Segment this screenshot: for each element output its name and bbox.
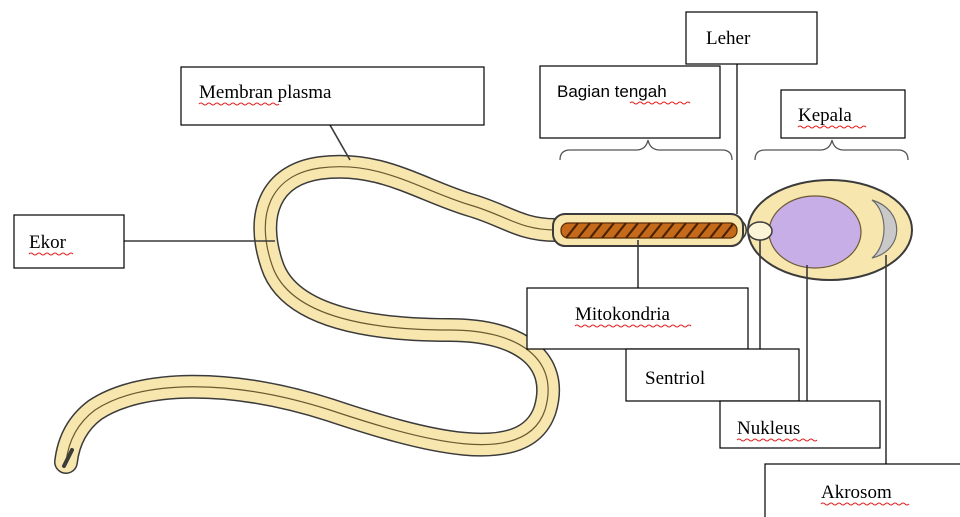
label-akrosom: Akrosom: [765, 464, 960, 517]
label-kepala-text: Kepala: [798, 105, 852, 126]
label-nukleus-text: Nukleus: [737, 418, 800, 439]
label-sentriol-text: Sentriol: [645, 368, 705, 389]
label-membran-plasma: Membran plasma: [181, 67, 484, 125]
midpiece-brace: [560, 140, 732, 160]
label-leher-text: Leher: [706, 28, 751, 49]
nucleus: [769, 196, 861, 268]
label-nukleus: Nukleus: [720, 401, 880, 448]
label-sentriol: Sentriol: [626, 349, 799, 401]
label-mitokondria: Mitokondria: [527, 288, 748, 349]
centriole: [748, 222, 772, 240]
label-akrosom-text: Akrosom: [821, 482, 892, 503]
label-mitokondria-text: Mitokondria: [575, 304, 671, 325]
label-leher: Leher: [686, 12, 817, 64]
head-brace: [755, 140, 908, 160]
label-bagian-tengah: Bagian tengah: [540, 66, 720, 138]
label-ekor: Ekor: [14, 215, 124, 268]
label-bagian-tengah-text: Bagian tengah: [557, 82, 667, 101]
label-membran-plasma-text: Membran plasma: [199, 82, 332, 103]
label-kepala: Kepala: [781, 90, 905, 138]
label-ekor-text: Ekor: [29, 232, 67, 253]
mitochondria: [561, 223, 737, 238]
